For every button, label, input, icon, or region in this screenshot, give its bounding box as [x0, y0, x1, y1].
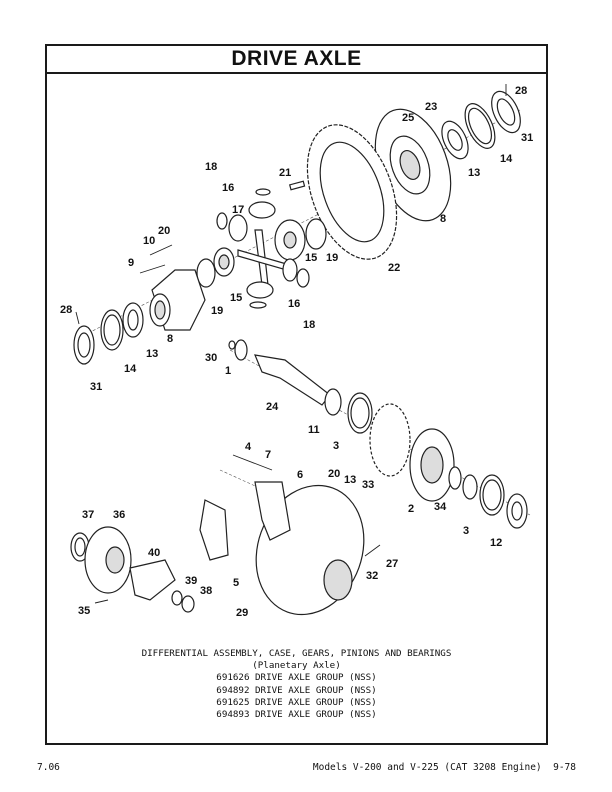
- callout-17: 17: [232, 204, 244, 216]
- caption-subheading: (Planetary Axle): [252, 660, 341, 672]
- bearing-cup-14-right: [464, 103, 496, 149]
- callout-21: 21: [279, 167, 291, 179]
- callout-2: 2: [408, 503, 414, 515]
- caption-group-2: 694892 DRIVE AXLE GROUP (NSS): [216, 684, 377, 696]
- yoke-40: [129, 559, 176, 601]
- callout-27: 27: [386, 558, 398, 570]
- diagram-svg: 23 25 28 31 14 13 8 22 21 18 16 17 15 19…: [60, 84, 533, 619]
- page-frame: DRIVE AXLE: [45, 44, 548, 745]
- callout-37: 37: [82, 509, 94, 521]
- callout-39: 39: [185, 575, 197, 587]
- callout-22: 22: [388, 262, 400, 274]
- footer-models: Models V-200 and V-225 (CAT 3208 Engine): [312, 762, 542, 773]
- callout-6: 6: [297, 469, 303, 481]
- callout-13-bottom: 13: [344, 474, 356, 486]
- bolt-35: [94, 599, 109, 604]
- callout-9: 9: [128, 257, 134, 269]
- callout-5: 5: [233, 577, 239, 589]
- callout-29: 29: [236, 607, 248, 619]
- callout-36: 36: [113, 509, 125, 521]
- caption-group-3: 691625 DRIVE AXLE GROUP (NSS): [216, 696, 377, 708]
- caption-heading: DIFFERENTIAL ASSEMBLY, CASE, GEARS, PINI…: [141, 648, 452, 659]
- bearing-cone-12: [506, 493, 528, 529]
- callout-38: 38: [200, 585, 212, 597]
- callout-24: 24: [266, 401, 279, 413]
- callout-18-bottom: 18: [303, 319, 315, 331]
- adjuster-31-left: [73, 325, 95, 365]
- callout-16-bottom: 16: [288, 298, 300, 310]
- callout-19-left: 19: [211, 305, 223, 317]
- callout-labels: 23 25 28 31 14 13 8 22 21 18 16 17 15 19…: [60, 85, 533, 619]
- callout-7: 7: [265, 449, 271, 461]
- callout-8-left: 8: [167, 333, 173, 345]
- bearing-caps-5: [199, 481, 291, 561]
- callout-35: 35: [78, 605, 90, 617]
- callout-20-bottom: 20: [328, 468, 340, 480]
- bearing-cup-3-right: [479, 474, 505, 516]
- washer-39: [171, 590, 183, 606]
- callout-40: 40: [148, 547, 160, 559]
- callout-10: 10: [143, 235, 155, 247]
- callout-20-top: 20: [158, 225, 170, 237]
- callout-13-right: 13: [468, 167, 480, 179]
- callout-3-right: 3: [463, 525, 469, 537]
- callout-18-top: 18: [205, 161, 217, 173]
- callout-1: 1: [225, 365, 231, 377]
- callout-33: 33: [362, 479, 374, 491]
- retainer-36: [84, 526, 132, 594]
- callout-15-left: 15: [230, 292, 242, 304]
- pin-28-left: [75, 311, 80, 325]
- callout-13-left: 13: [146, 348, 158, 360]
- callout-14-left: 14: [124, 363, 137, 375]
- callout-31-left: 31: [90, 381, 102, 393]
- spider-gear-set: [196, 188, 327, 309]
- bolt-21: [288, 180, 306, 191]
- callout-23: 23: [425, 101, 437, 113]
- shims-34: [448, 466, 478, 500]
- bearing-cone-13-left: [122, 302, 144, 338]
- bearing-carrier-2: [409, 428, 455, 502]
- footer-date: 9-78: [553, 762, 576, 773]
- exploded-parts-diagram: 23 25 28 31 14 13 8 22 21 18 16 17 15 19…: [47, 74, 546, 644]
- callout-28-left: 28: [60, 304, 72, 316]
- callout-3-left: 3: [333, 440, 339, 452]
- callout-14-right: 14: [500, 153, 513, 165]
- callout-15-right: 15: [305, 252, 317, 264]
- callout-34: 34: [434, 501, 447, 513]
- bolt-4: [232, 454, 273, 471]
- nut-38: [181, 595, 195, 613]
- callout-16-top: 16: [222, 182, 234, 194]
- callout-28-right: 28: [515, 85, 527, 97]
- callout-8-right: 8: [440, 213, 446, 225]
- diagram-caption: DIFFERENTIAL ASSEMBLY, CASE, GEARS, PINI…: [47, 648, 546, 721]
- title-bar: DRIVE AXLE: [47, 46, 546, 74]
- callout-11: 11: [308, 424, 320, 436]
- page-title: DRIVE AXLE: [231, 47, 362, 70]
- caption-group-4: 694893 DRIVE AXLE GROUP (NSS): [216, 709, 377, 721]
- footer-page-number: 7.06: [37, 762, 60, 773]
- bearing-cone-13-right: [441, 120, 469, 160]
- callout-30: 30: [205, 352, 217, 364]
- bolts-9-10: [139, 244, 173, 274]
- caption-group-1: 691626 DRIVE AXLE GROUP (NSS): [216, 672, 377, 684]
- callout-12: 12: [490, 537, 502, 549]
- pinion-24: [228, 339, 373, 434]
- callout-4: 4: [245, 441, 252, 453]
- callout-25: 25: [402, 112, 414, 124]
- callout-31-right: 31: [521, 132, 533, 144]
- bearing-cup-14-left: [100, 309, 124, 351]
- adjuster-31-right: [491, 90, 521, 134]
- diff-case-8-left: [149, 269, 206, 331]
- ring-gear-22: [306, 124, 398, 260]
- callout-19-right: 19: [326, 252, 338, 264]
- stud-32: [364, 544, 381, 557]
- footer-models-date: Models V-200 and V-225 (CAT 3208 Engine)…: [313, 762, 576, 773]
- seal-37: [70, 532, 90, 562]
- callout-32: 32: [366, 570, 378, 582]
- gasket-33: [369, 403, 411, 477]
